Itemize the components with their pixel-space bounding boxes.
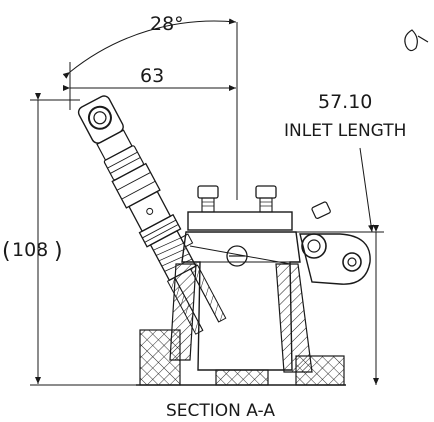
inlet-name-label: INLET LENGTH xyxy=(284,121,406,141)
corner-mark xyxy=(404,29,429,52)
angle-dimension: 28° xyxy=(62,13,237,79)
inlet-length-dimension: 57.10 INLET LENGTH xyxy=(284,91,406,385)
horizontal-dim-label: 63 xyxy=(140,65,164,87)
height-dimension: ( 108 ) xyxy=(2,93,140,386)
inlet-assembly xyxy=(77,95,227,335)
bolt-left xyxy=(197,185,219,213)
main-body xyxy=(136,185,371,386)
height-dim-label: 108 xyxy=(12,239,48,261)
angle-label: 28° xyxy=(150,13,184,35)
height-paren-right: ) xyxy=(54,239,63,264)
horizontal-dimension: 63 xyxy=(63,62,236,110)
height-paren-left: ( xyxy=(2,239,11,264)
bolt-right xyxy=(255,185,277,213)
side-screw xyxy=(311,201,331,219)
section-label: SECTION A-A xyxy=(166,401,275,421)
inlet-value-label: 57.10 xyxy=(318,91,372,113)
